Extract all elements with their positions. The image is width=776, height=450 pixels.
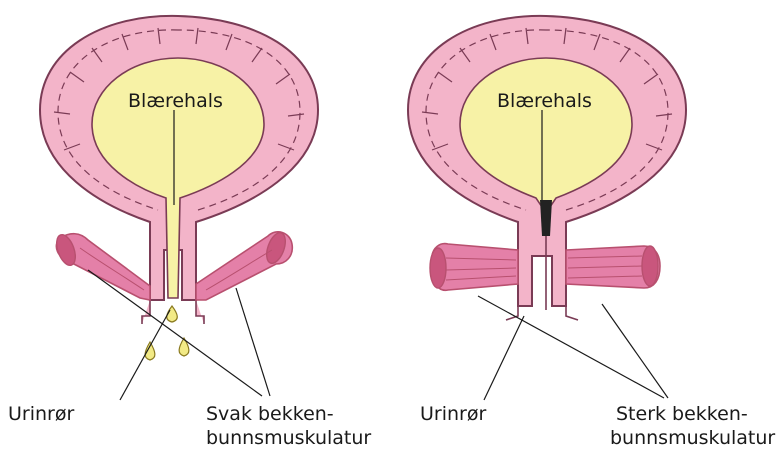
left-muscle-label-line2: bunnsmuskulatur <box>206 426 371 450</box>
right-neck-label: Blærehals <box>497 90 592 112</box>
right-muscle-label-line2: bunnsmuskulatur <box>610 426 775 450</box>
left-muscle-label-line1: Svak bekken- <box>206 402 334 426</box>
right-urethra-label: Urinrør <box>420 402 486 426</box>
left-neck-label: Blærehals <box>128 90 223 112</box>
right-muscle-label-line1: Sterk bekken- <box>616 402 748 426</box>
left-urethra-label: Urinrør <box>8 402 74 426</box>
left-urine-drops <box>145 306 189 360</box>
right-closed-neck <box>540 200 552 236</box>
left-figure <box>40 16 318 400</box>
right-figure <box>408 16 686 400</box>
